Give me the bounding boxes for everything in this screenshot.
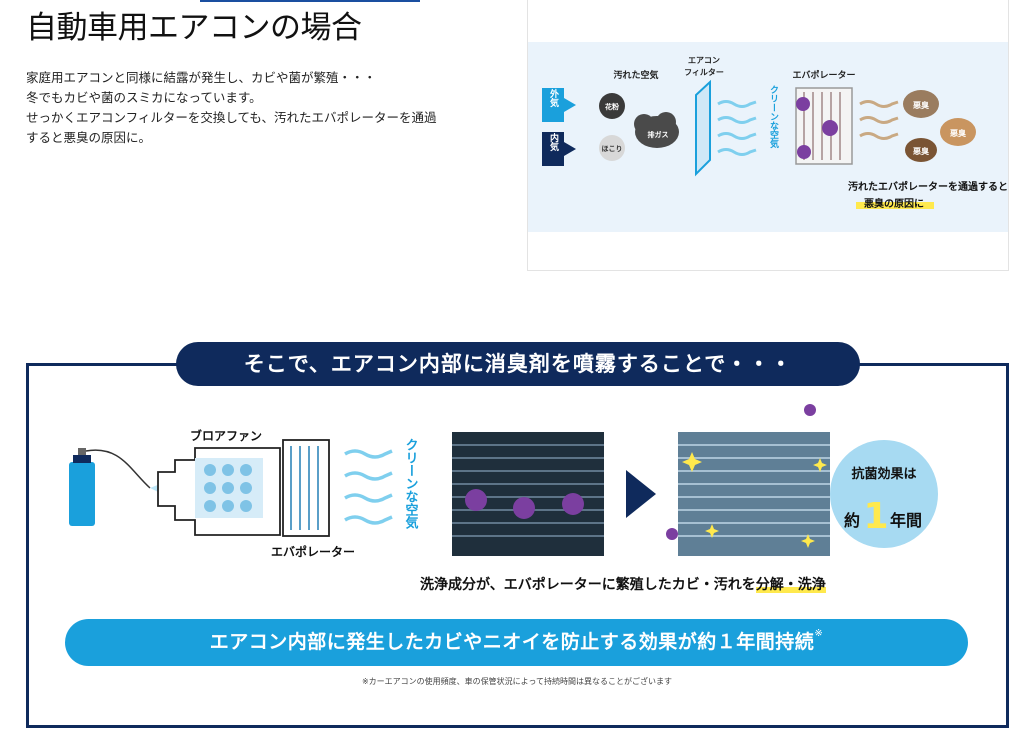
air-filter-icon — [695, 79, 711, 177]
exhaust-label: 排ガス — [648, 130, 669, 139]
blower-fan-blades — [204, 464, 252, 512]
effect-label-line1: 抗菌効果は — [851, 466, 916, 482]
clean-air-waves-icon — [344, 449, 393, 525]
pollen-icon — [599, 93, 625, 119]
effect-duration-text: エアコン内部に発生したカビやニオイを防止する効果が約１年間持続 — [209, 631, 815, 653]
evaporator-unit-icon — [282, 439, 330, 537]
dust-label: ほこり — [602, 144, 623, 153]
inside-air-badge — [542, 132, 564, 166]
clean-air-vertical-label: クリーンな空気 — [403, 438, 419, 530]
description-text: 家庭用エアコンと同様に結露が発生し、カビや菌が繁殖・・・ 冬でもカビや菌のスミカ… — [26, 68, 506, 148]
odor-label: 悪臭 — [950, 128, 966, 138]
filter-label-line2: フィルター — [684, 67, 724, 77]
filter-label-line1: エアコン — [688, 56, 720, 65]
dust-icon — [599, 135, 625, 161]
odor-cloud-icon — [905, 138, 937, 162]
effect-unit: 年間 — [890, 511, 922, 530]
footnote-mark: ※ — [814, 628, 824, 639]
description-line: すると悪臭の原因に。 — [26, 130, 152, 145]
clean-air-waves-icon — [717, 100, 757, 156]
mold-icon — [562, 493, 584, 515]
exhaust-cloud-puff — [656, 112, 676, 132]
caption-highlight: 分解・洗浄 — [755, 577, 826, 593]
top-accent-line — [200, 0, 420, 2]
exhaust-cloud-puff — [634, 114, 654, 134]
mold-fleeing-icon — [666, 528, 678, 540]
effect-number: 1 — [863, 496, 888, 537]
odor-waves-icon — [859, 100, 899, 140]
description-line: 家庭用エアコンと同様に結露が発生し、カビや菌が繁殖・・・ — [26, 70, 377, 85]
inside-air-arrow-icon — [564, 142, 576, 156]
mold-icon — [513, 497, 535, 519]
dirty-air-label: 汚れた空気 — [613, 69, 658, 81]
footnote: ※カーエアコンの使用頻度、車の保管状況によって持続時間は異なることがございます — [361, 677, 673, 686]
mold-icon — [796, 97, 810, 111]
diagram-note-line1: 汚れたエバポレーターを通過すると — [848, 180, 1008, 193]
odor-cloud-icon — [940, 118, 976, 146]
spray-can-cap — [73, 455, 91, 463]
evaporator-odor-diagram: 外気 内気 汚れた空気 花粉 ほこり 排ガス エアコン フィルター クリーンな空… — [527, 0, 1009, 271]
description-line: 冬でもカビや菌のスミカになっています。 — [26, 90, 262, 105]
triangle-arrow-icon — [626, 470, 656, 518]
outside-air-badge — [542, 88, 564, 122]
pollen-label: 花粉 — [605, 102, 619, 111]
page-title: 自動車用エアコンの場合 — [26, 10, 362, 46]
effect-badge — [830, 440, 938, 548]
odor-cloud-icon — [903, 90, 939, 118]
inside-air-label: 内気 — [548, 132, 559, 152]
diagram-note-line2: 悪臭の原因に — [864, 197, 924, 210]
evaporator-label: エバポレーター — [792, 69, 855, 81]
outside-air-label: 外気 — [548, 88, 560, 108]
outside-air-arrow-icon — [564, 98, 576, 112]
description-line: せっかくエアコンフィルターを交換しても、汚れたエバポレーターを通過 — [26, 110, 437, 125]
blower-fan-label: ブロアファン — [190, 428, 262, 443]
spray-hose — [85, 449, 151, 489]
mold-fleeing-icon — [804, 404, 816, 416]
odor-label: 悪臭 — [913, 100, 929, 110]
clean-evaporator-fins — [678, 444, 830, 537]
odor-label: 悪臭 — [913, 146, 929, 156]
mold-icon — [465, 489, 487, 511]
evaporator-unit-label: エバポレーター — [271, 544, 355, 559]
clean-air-label: クリーンな空気 — [768, 85, 779, 149]
spray-can-nozzle — [78, 448, 86, 455]
solution-banner: そこで、エアコン内部に消臭剤を噴霧することで・・・ — [176, 342, 860, 386]
effect-duration-pill: エアコン内部に発生したカビやニオイを防止する効果が約１年間持続※ — [65, 619, 968, 666]
note-highlight — [856, 202, 934, 209]
cleaning-caption: 洗浄成分が、エバポレーターに繁殖したカビ・汚れを分解・洗浄 — [420, 574, 826, 594]
spray-can-icon — [69, 462, 95, 526]
effect-prefix: 約 — [844, 511, 860, 530]
evaporator-unit-coils — [290, 446, 319, 530]
mold-icon — [797, 145, 811, 159]
caption-text: 洗浄成分が、エバポレーターに繁殖したカビ・汚れを — [420, 577, 756, 593]
mold-icon — [822, 120, 838, 136]
sparkle-icons — [682, 452, 827, 548]
